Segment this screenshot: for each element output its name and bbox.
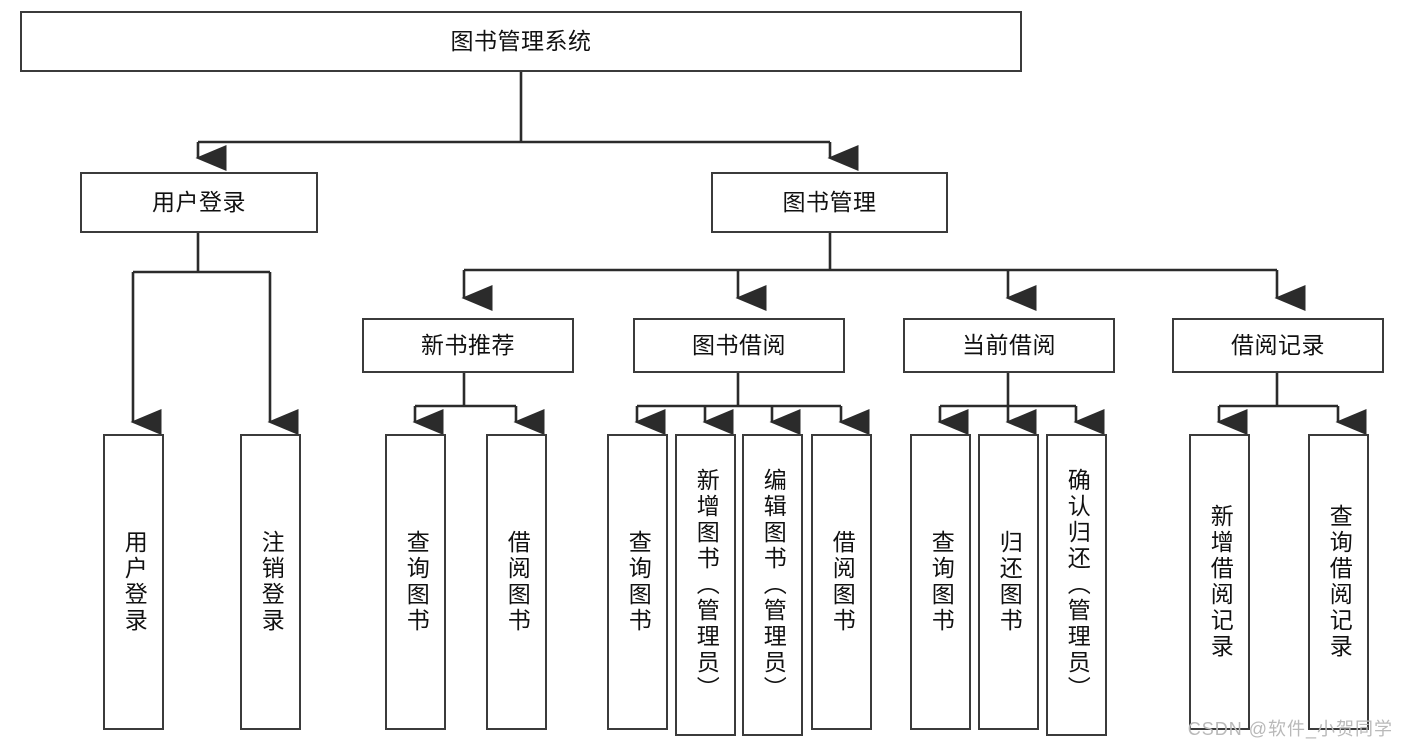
node-root-book-management-system[interactable]: 图书管理系统 [20, 11, 1022, 72]
node-label: 当前借阅 [962, 331, 1056, 358]
node-label: 查询借阅记录 [1326, 504, 1353, 660]
leaf-query-book-current[interactable]: 查询图书 [910, 434, 971, 730]
leaf-borrow-book-new[interactable]: 借阅图书 [486, 434, 547, 730]
node-label: 图书借阅 [692, 331, 786, 358]
node-book-borrow[interactable]: 图书借阅 [633, 318, 845, 373]
node-label: 查询图书 [625, 530, 652, 634]
node-label: 确认归还（管理员） [1064, 468, 1091, 702]
watermark-text: CSDN @软件_小贺同学 [1187, 719, 1393, 739]
node-borrow-record[interactable]: 借阅记录 [1172, 318, 1384, 373]
leaf-query-book-new[interactable]: 查询图书 [385, 434, 446, 730]
node-label: 借阅图书 [829, 530, 856, 634]
leaf-edit-book-admin[interactable]: 编辑图书（管理员） [742, 434, 803, 736]
leaf-add-book-admin[interactable]: 新增图书（管理员） [675, 434, 736, 736]
node-label: 查询图书 [928, 530, 955, 634]
leaf-borrow-book[interactable]: 借阅图书 [811, 434, 872, 730]
node-label: 用户登录 [152, 188, 246, 215]
node-user-login[interactable]: 用户登录 [80, 172, 318, 233]
leaf-user-login[interactable]: 用户登录 [103, 434, 164, 730]
leaf-confirm-return-admin[interactable]: 确认归还（管理员） [1046, 434, 1107, 736]
leaf-query-book-borrow[interactable]: 查询图书 [607, 434, 668, 730]
node-label: 用户登录 [121, 530, 148, 634]
node-book-management[interactable]: 图书管理 [711, 172, 948, 233]
node-label: 注销登录 [258, 530, 285, 634]
node-label: 编辑图书（管理员） [760, 468, 787, 702]
node-current-borrow[interactable]: 当前借阅 [903, 318, 1115, 373]
node-label: 新增图书（管理员） [693, 468, 720, 702]
leaf-add-borrow-record[interactable]: 新增借阅记录 [1189, 434, 1250, 730]
node-label: 图书管理 [782, 188, 877, 215]
node-label: 借阅图书 [504, 530, 531, 634]
node-label: 借阅记录 [1231, 331, 1325, 358]
node-label: 新增借阅记录 [1207, 504, 1234, 660]
leaf-query-borrow-record[interactable]: 查询借阅记录 [1308, 434, 1369, 730]
node-label: 新书推荐 [421, 331, 515, 358]
leaf-return-book[interactable]: 归还图书 [978, 434, 1039, 730]
node-label: 归还图书 [996, 530, 1023, 634]
node-label: 图书管理系统 [450, 27, 592, 54]
leaf-logout[interactable]: 注销登录 [240, 434, 301, 730]
node-label: 查询图书 [403, 530, 430, 634]
node-new-book-recommend[interactable]: 新书推荐 [362, 318, 574, 373]
